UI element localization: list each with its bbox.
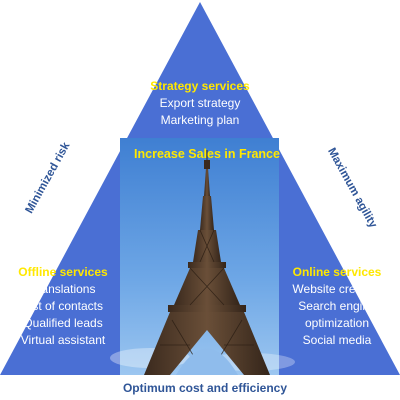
- offline-item: List of contacts: [22, 299, 104, 313]
- bottom-label: Optimum cost and efficiency: [122, 381, 288, 395]
- eiffel-tower-photo: [110, 138, 295, 375]
- online-item: Website creation: [292, 282, 382, 296]
- strategy-item: Marketing plan: [160, 113, 240, 127]
- offline-services-block: Offline services Translations List of co…: [18, 264, 107, 349]
- online-item: optimization: [304, 316, 370, 330]
- online-item: Search engine: [298, 299, 376, 313]
- online-item: Social media: [302, 333, 372, 347]
- online-services-title: Online services: [292, 265, 382, 279]
- offline-services-title: Offline services: [18, 265, 108, 279]
- strategy-services-block: Strategy services Export strategy Market…: [150, 78, 249, 129]
- offline-item: Virtual assistant: [20, 333, 106, 347]
- offline-item: Translations: [30, 282, 96, 296]
- online-services-block: Online services Website creation Search …: [292, 264, 381, 349]
- offline-item: Qualified leads: [23, 316, 103, 330]
- center-title: Increase Sales in France: [134, 147, 280, 161]
- strategy-services-title: Strategy services: [150, 79, 250, 93]
- strategy-item: Export strategy: [159, 96, 241, 110]
